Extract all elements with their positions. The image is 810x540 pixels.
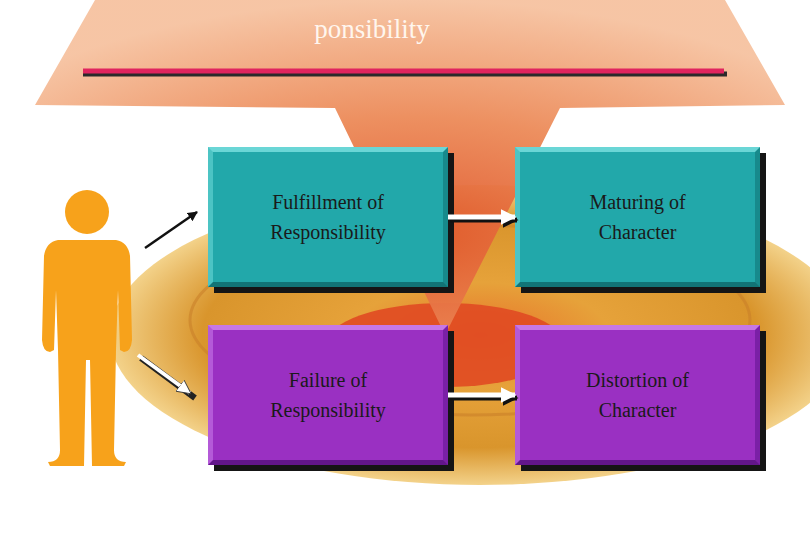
- person-body: [42, 240, 132, 466]
- process-box: Failure of Responsibility: [208, 325, 448, 465]
- person-head: [65, 190, 109, 234]
- person-silhouette: [42, 190, 132, 466]
- person-arrow: [145, 212, 197, 248]
- title-underline: [83, 69, 724, 74]
- box-label: Fulfillment of Responsibility: [213, 187, 443, 247]
- process-box: Distortion of Character: [515, 325, 760, 465]
- diagram-title: ponsibility: [0, 14, 744, 45]
- upward-arrow-shape: [35, 0, 785, 335]
- flow-arrow: [448, 215, 515, 220]
- person-arrow: [138, 355, 190, 393]
- box-label: Failure of Responsibility: [213, 365, 443, 425]
- flow-arrow: [448, 393, 515, 398]
- title-underline-shadow: [83, 72, 727, 77]
- box-label: Distortion of Character: [520, 365, 755, 425]
- process-box: Maturing of Character: [515, 147, 760, 287]
- process-box: Fulfillment of Responsibility: [208, 147, 448, 287]
- box-label: Maturing of Character: [520, 187, 755, 247]
